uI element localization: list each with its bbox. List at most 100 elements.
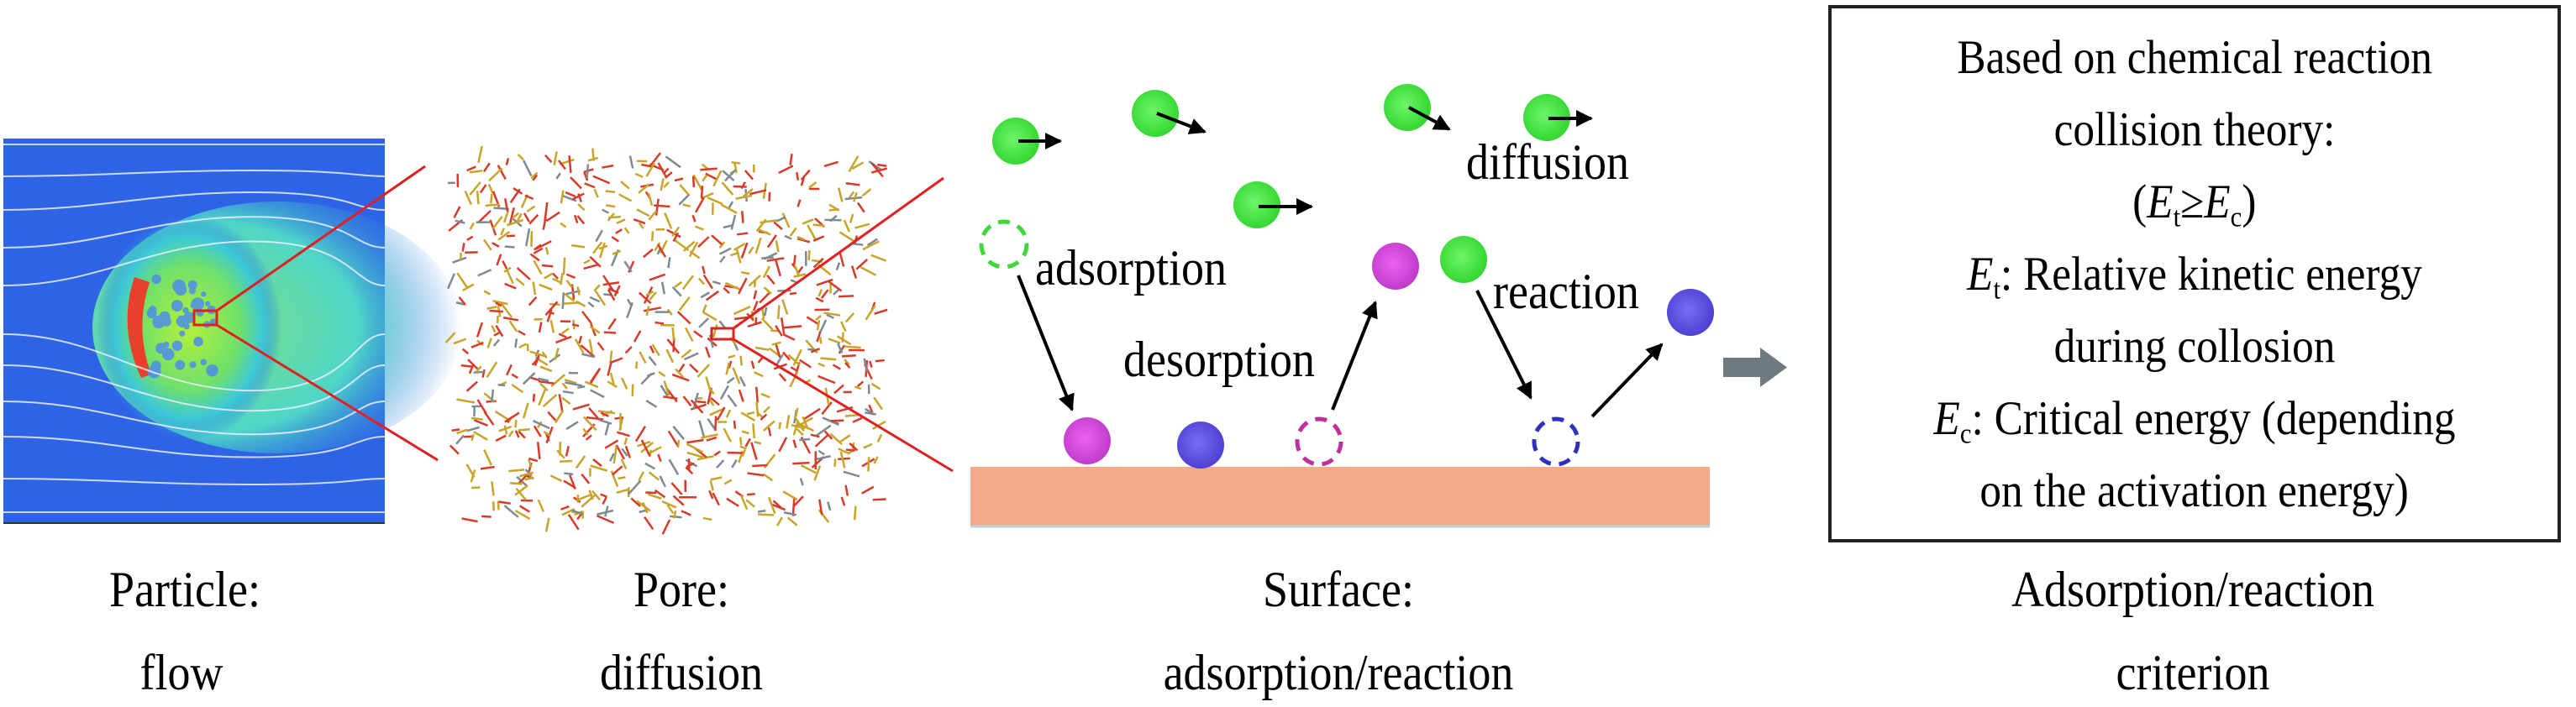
pore-bond — [506, 269, 514, 285]
pore-bond — [562, 257, 566, 275]
pore-bond — [565, 191, 576, 198]
pore-bond — [767, 427, 772, 437]
pore-bond — [559, 459, 573, 463]
flow-spot — [159, 311, 171, 322]
pore-bond — [477, 269, 492, 277]
pore-bond — [740, 411, 756, 422]
pore-bond — [524, 469, 533, 477]
pore-bond — [642, 501, 649, 514]
pore-bond — [754, 440, 762, 445]
criterion-line-2: collision theory: — [2053, 103, 2336, 156]
pore-bond — [795, 407, 799, 417]
et-definition-cont: during collosion — [2053, 320, 2336, 373]
pore-bond — [868, 360, 873, 368]
criterion-line-1: Based on chemical reaction — [1957, 31, 2432, 84]
pore-bond — [526, 205, 536, 212]
pore-bond — [565, 421, 579, 430]
ec-definition-cont: on the activation energy) — [1979, 464, 2410, 517]
pore-bond — [561, 292, 565, 309]
pore-bond — [771, 341, 781, 346]
streamline — [3, 169, 386, 177]
pore-bond — [577, 193, 583, 202]
pore-bond — [800, 464, 817, 474]
flow-spot — [176, 317, 184, 326]
pore-bond — [547, 411, 557, 422]
pore-bond — [839, 451, 846, 469]
pore-bond — [759, 291, 771, 304]
pore-bond — [602, 164, 614, 169]
particle-flow-image — [3, 139, 462, 524]
pore-bond — [844, 362, 851, 369]
pore-bond — [618, 476, 626, 480]
pore-bond — [552, 272, 559, 280]
pore-bond — [544, 272, 554, 280]
pore-bond — [638, 183, 650, 194]
pore-bond — [533, 244, 542, 251]
pore-bond — [612, 249, 622, 255]
pore-bond — [611, 235, 620, 243]
pore-bond — [670, 515, 682, 519]
pore-bond — [493, 331, 501, 337]
pore-bond — [802, 218, 814, 225]
pore-bond — [733, 420, 737, 429]
pore-bond — [877, 163, 887, 167]
pore-bond — [470, 469, 476, 483]
pore-bond — [623, 227, 630, 234]
pore-bond — [750, 360, 755, 369]
pore-bond — [763, 406, 770, 414]
reactant-molecule — [1233, 181, 1280, 228]
pore-bond — [491, 324, 497, 333]
pore-bond — [835, 262, 841, 271]
pore-bond — [469, 170, 483, 174]
pore-bond — [784, 234, 792, 240]
pore-bond — [682, 395, 692, 407]
pore-bond — [600, 411, 609, 417]
pore-bond — [735, 248, 742, 264]
pore-bond — [742, 188, 754, 198]
pore-bond — [749, 189, 767, 196]
pore-bond — [607, 289, 616, 301]
flow-spot — [179, 330, 186, 337]
flow-spot — [171, 300, 183, 312]
pore-bond — [538, 388, 547, 406]
pore-bond — [760, 317, 774, 331]
pore-bond — [786, 516, 798, 526]
zoom-line — [733, 338, 954, 473]
criterion-title: Adsorption/reaction — [2011, 562, 2374, 617]
pore-bond — [753, 280, 757, 288]
pore-bond — [645, 162, 655, 177]
pore-bond — [517, 154, 524, 161]
pore-bond — [848, 191, 855, 199]
pore-bond — [516, 267, 531, 280]
pore-bond — [822, 416, 839, 427]
pore-bond — [649, 152, 661, 168]
pore-bond — [665, 155, 681, 169]
pore-bond — [504, 411, 520, 423]
pore-bond — [614, 416, 624, 420]
pore-bond — [620, 181, 630, 190]
pore-bond — [594, 291, 607, 306]
pore-bond — [512, 212, 520, 219]
pore-bond — [702, 274, 713, 290]
pore-bond — [740, 270, 750, 275]
reactant-molecule — [1132, 90, 1179, 137]
pore-bond — [672, 232, 680, 242]
pore-bond — [789, 227, 797, 237]
flow-spot — [201, 291, 207, 297]
pore-bond — [602, 275, 614, 291]
flow-spot — [175, 359, 186, 370]
pore-bond — [836, 335, 852, 346]
pore-bond — [645, 291, 655, 297]
pore-bond — [776, 305, 781, 320]
pore-bond — [800, 177, 805, 186]
pore-bond — [502, 317, 519, 322]
pore-bond — [634, 426, 647, 443]
flow-spot — [206, 364, 218, 377]
pore-bond — [545, 211, 560, 223]
pore-bond — [483, 449, 493, 466]
pore-bond — [700, 167, 718, 171]
pore-bond — [609, 372, 616, 387]
pore-bond — [725, 362, 731, 375]
pore-bond — [533, 425, 542, 437]
